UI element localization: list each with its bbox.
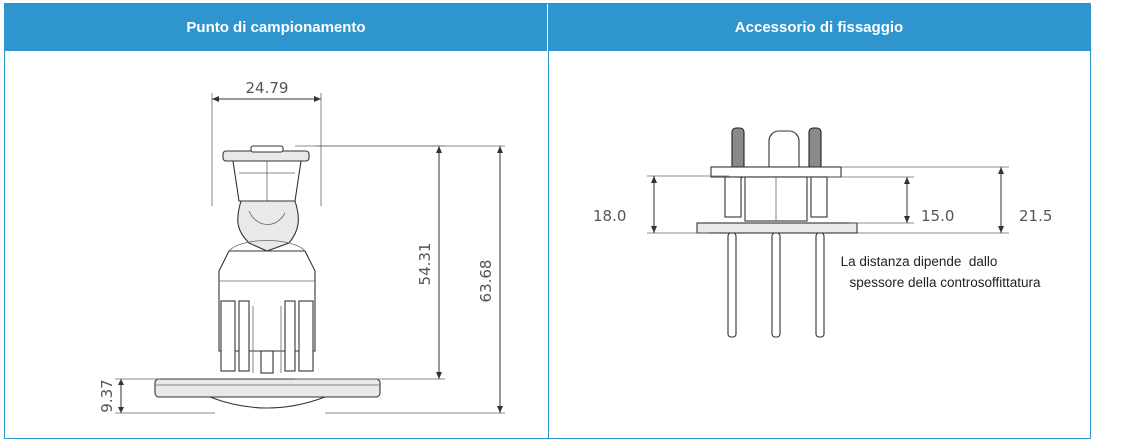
drawing-sheet: Punto di campionamento Accessorio di fis… <box>4 3 1091 439</box>
sampling-point-drawing: 24.79 <box>98 79 505 414</box>
mounting-accessory-drawing: 18.0 15.0 21.5 La distanza dipende dallo… <box>593 127 1052 338</box>
note-line-2: spessore della controsoffittatura <box>849 275 1041 290</box>
dim-width-top: 24.79 <box>246 79 289 97</box>
note-line-1: La distanza dipende dallo <box>841 254 998 269</box>
header-mounting-accessory: Accessorio di fissaggio <box>547 4 1090 51</box>
header-sampling-point: Punto di campionamento <box>186 19 366 36</box>
dim-mid-height: 15.0 <box>921 207 954 225</box>
panel-mounting-accessory: 18.0 15.0 21.5 La distanza dipende dallo… <box>549 51 1090 438</box>
dim-left-height: 18.0 <box>593 207 626 225</box>
dim-height-total: 63.68 <box>477 260 495 303</box>
header-bar: Punto di campionamento Accessorio di fis… <box>5 4 1090 51</box>
panel-sampling-point: 24.79 <box>5 51 549 438</box>
dim-base-height: 9.37 <box>98 379 116 412</box>
dim-height-inner: 54.31 <box>416 243 434 286</box>
dim-right-height: 21.5 <box>1019 207 1052 225</box>
